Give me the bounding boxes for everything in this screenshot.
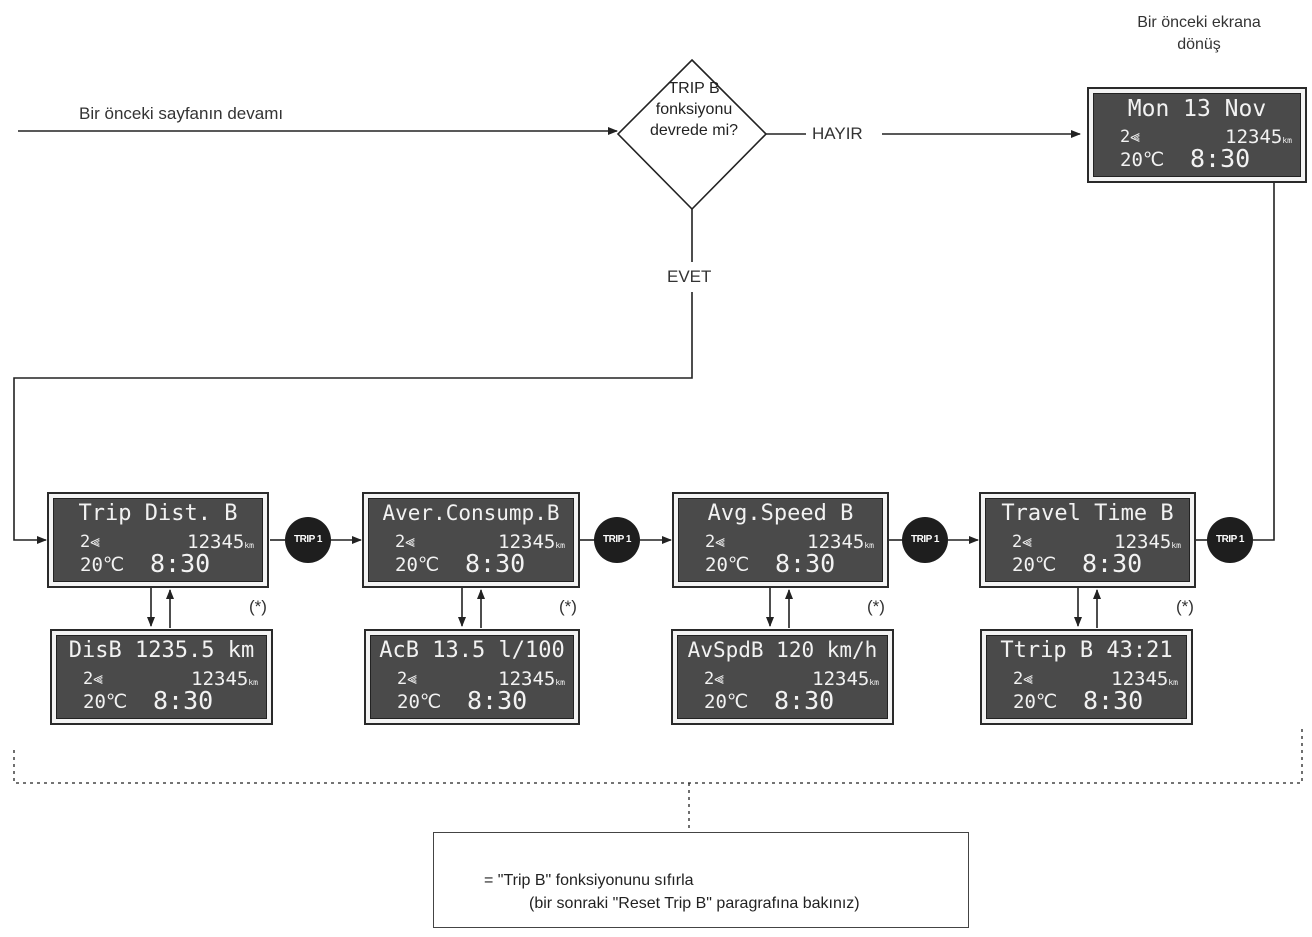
sub-display-avspdb: AvSpdB 120 km/h 2⫷ 12345km 20℃ 8:30	[671, 629, 894, 725]
temperature: 20℃	[704, 691, 749, 713]
gear-indicator: 2⫷	[395, 532, 415, 552]
gear-indicator: 2⫷	[1012, 532, 1032, 552]
intro-text: Bir önceki sayfanın devamı	[79, 104, 284, 123]
display-screen: DisB 1235.5 km 2⫷ 12345km 20℃ 8:30	[56, 635, 267, 719]
clock: 8:30	[1082, 549, 1143, 578]
odometer: 12345km	[191, 668, 258, 690]
yes-label: EVET	[667, 267, 712, 286]
gear-indicator: 2⫷	[397, 669, 417, 689]
display-screen: Ttrip B 43:21 2⫷ 12345km 20℃ 8:30	[986, 635, 1187, 719]
odometer: 12345km	[498, 668, 565, 690]
clock: 8:30	[153, 686, 214, 715]
display-line1: Avg.Speed B	[707, 501, 854, 526]
gear-indicator: 2⫷	[705, 532, 725, 552]
display-screen: Travel Time B 2⫷ 12345km 20℃ 8:30	[985, 498, 1190, 582]
clock: 8:30	[774, 686, 835, 715]
return-display: Mon 13 Nov 2⫷ 12345km 20℃ 8:30	[1087, 87, 1307, 183]
return-caption-line2: dönüş	[1177, 36, 1221, 53]
return-caption-line1: Bir önceki ekrana	[1137, 14, 1261, 31]
sub-display-acb: AcB 13.5 l/100 2⫷ 12345km 20℃ 8:30	[364, 629, 580, 725]
legend-line1: = "Trip B" fonksiyonunu sıfırla	[484, 872, 694, 889]
display-line1: Aver.Consump.B	[382, 501, 560, 525]
display-line1: Ttrip B 43:21	[1000, 638, 1173, 663]
yes-path	[13, 292, 693, 544]
decision-line2: fonksiyonu	[655, 101, 733, 118]
trip1-button[interactable]: TRIP 1	[594, 517, 640, 563]
display-screen: Avg.Speed B 2⫷ 12345km 20℃ 8:30	[678, 498, 883, 582]
temperature: 20℃	[1120, 149, 1165, 171]
temperature: 20℃	[705, 554, 750, 576]
display-line1: Travel Time B	[1001, 501, 1174, 526]
display-screen: Trip Dist. B 2⫷ 12345km 20℃ 8:30	[53, 498, 263, 582]
clock: 8:30	[150, 549, 211, 578]
gear-indicator: 2⫷	[83, 669, 103, 689]
clock: 8:30	[1083, 686, 1144, 715]
no-label: HAYIR	[812, 124, 863, 144]
display-screen: Mon 13 Nov 2⫷ 12345km 20℃ 8:30	[1093, 93, 1301, 177]
main-display-aver-consump: Aver.Consump.B 2⫷ 12345km 20℃ 8:30	[362, 492, 580, 588]
gear-indicator: 2⫷	[80, 532, 100, 552]
display-line1: Mon 13 Nov	[1127, 96, 1267, 122]
display-line1: AvSpdB 120 km/h	[687, 638, 878, 662]
display-line1: Trip Dist. B	[78, 501, 238, 526]
trip1-button[interactable]: TRIP 1	[902, 517, 948, 563]
main-display-trip-dist: Trip Dist. B 2⫷ 12345km 20℃ 8:30	[47, 492, 269, 588]
legend-line2: (bir sonraki "Reset Trip B" paragrafına …	[529, 895, 860, 912]
display-line1: AcB 13.5 l/100	[379, 638, 565, 663]
reset-note-marker: (*)	[249, 597, 267, 616]
odometer: 12345km	[498, 531, 565, 553]
main-display-avg-speed: Avg.Speed B 2⫷ 12345km 20℃ 8:30	[672, 492, 889, 588]
temperature: 20℃	[1012, 554, 1057, 576]
display-screen: AcB 13.5 l/100 2⫷ 12345km 20℃ 8:30	[370, 635, 574, 719]
reset-note-marker: (*)	[1176, 597, 1194, 616]
display-line1: DisB 1235.5 km	[68, 638, 255, 663]
temperature: 20℃	[1013, 691, 1058, 713]
clock: 8:30	[775, 549, 836, 578]
reset-note-marker: (*)	[559, 597, 577, 616]
odometer: 12345km	[807, 531, 874, 553]
temperature: 20℃	[397, 691, 442, 713]
decision-line3: devrede mi?	[649, 122, 739, 139]
main-display-travel-time: Travel Time B 2⫷ 12345km 20℃ 8:30	[979, 492, 1196, 588]
sub-display-disb: DisB 1235.5 km 2⫷ 12345km 20℃ 8:30	[50, 629, 273, 725]
legend-box: = "Trip B" fonksiyonunu sıfırla (bir son…	[433, 832, 969, 928]
display-screen: AvSpdB 120 km/h 2⫷ 12345km 20℃ 8:30	[677, 635, 888, 719]
decision-text: TRIP B fonksiyonu devrede mi?	[623, 78, 765, 141]
odometer: 12345km	[1111, 668, 1178, 690]
temperature: 20℃	[80, 554, 125, 576]
gear-indicator: 2⫷	[1120, 127, 1140, 147]
temperature: 20℃	[395, 554, 440, 576]
clock: 8:30	[1190, 144, 1251, 173]
gear-indicator: 2⫷	[1013, 669, 1033, 689]
gear-indicator: 2⫷	[704, 669, 724, 689]
display-screen: Aver.Consump.B 2⫷ 12345km 20℃ 8:30	[368, 498, 574, 582]
odometer: 12345km	[187, 531, 254, 553]
return-path	[1253, 169, 1278, 541]
clock: 8:30	[465, 549, 526, 578]
dashed-bracket	[13, 728, 1303, 784]
trip1-button[interactable]: TRIP 1	[285, 517, 331, 563]
odometer: 12345km	[1114, 531, 1181, 553]
trip1-button[interactable]: TRIP 1	[1207, 517, 1253, 563]
decision-line1: TRIP B	[668, 80, 720, 97]
odometer: 12345km	[1225, 126, 1292, 148]
temperature: 20℃	[83, 691, 128, 713]
sub-display-ttrip: Ttrip B 43:21 2⫷ 12345km 20℃ 8:30	[980, 629, 1193, 725]
odometer: 12345km	[812, 668, 879, 690]
reset-note-marker: (*)	[867, 597, 885, 616]
clock: 8:30	[467, 686, 528, 715]
